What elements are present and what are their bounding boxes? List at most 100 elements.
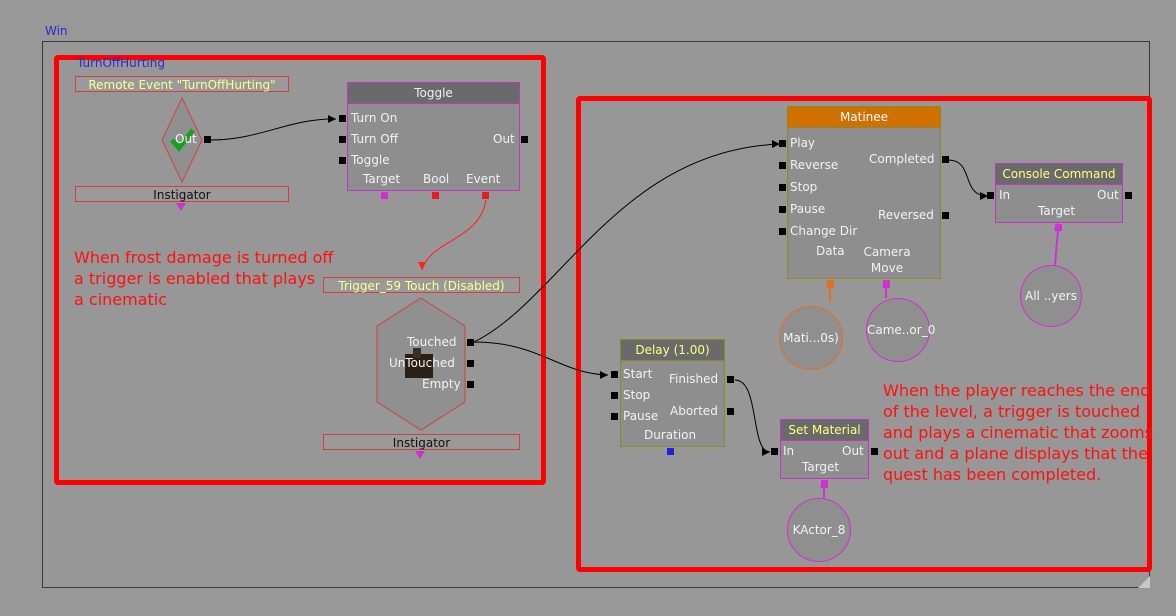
- matinee-data-port[interactable]: [827, 280, 834, 287]
- wire-out-to-turnon: [210, 118, 337, 141]
- toggle-turnoff-label: Turn Off: [351, 132, 398, 146]
- toggle-turnoff-port[interactable]: [339, 136, 346, 143]
- matinee-stop-port[interactable]: [779, 184, 786, 191]
- set-material-out-label: Out: [842, 444, 864, 458]
- matinee-completed-label: Completed: [869, 152, 935, 166]
- left-highlight-frame: [54, 55, 546, 485]
- matinee-stop-label: Stop: [790, 180, 818, 194]
- toggle-out-port[interactable]: [521, 136, 528, 143]
- delay-finished-label: Finished: [669, 372, 719, 386]
- toggle-toggle-port[interactable]: [339, 157, 346, 164]
- delay-stop-port[interactable]: [611, 392, 618, 399]
- instigator-arrow-icon: [176, 203, 186, 211]
- matinee-data-variable[interactable]: Mati...0s): [779, 306, 843, 370]
- trigger-empty-port[interactable]: [467, 381, 474, 388]
- matinee-data-label: Data: [816, 244, 845, 258]
- trigger-title[interactable]: Trigger_59 Touch (Disabled): [323, 277, 520, 293]
- matinee-reverse-label: Reverse: [790, 158, 839, 172]
- right-highlight-frame: [576, 96, 1152, 572]
- wire-touched-to-start: [473, 341, 609, 376]
- console-command-target-label: Target: [1038, 204, 1076, 218]
- delay-finished-port[interactable]: [727, 376, 734, 383]
- set-material-target-label: Target: [802, 460, 840, 474]
- matinee-camera-port[interactable]: [883, 280, 890, 287]
- wire-all-players: [1054, 229, 1059, 266]
- console-command-in-label: In: [999, 188, 1011, 202]
- toggle-node[interactable]: Toggle: [347, 82, 520, 191]
- toggle-event-port[interactable]: [482, 192, 489, 199]
- toggle-event-label: Event: [466, 172, 501, 186]
- remote-event-out-port[interactable]: [204, 136, 211, 143]
- wire-completed-to-in: [947, 159, 989, 197]
- set-material-title: Set Material: [781, 420, 868, 441]
- delay-stop-label: Stop: [623, 388, 651, 402]
- delay-aborted-port[interactable]: [727, 408, 734, 415]
- trigger-touched-port[interactable]: [467, 339, 474, 346]
- console-command-node[interactable]: Console Command: [995, 163, 1123, 223]
- delay-duration-port[interactable]: [667, 448, 674, 455]
- toggle-bool-label: Bool: [423, 172, 450, 186]
- matinee-play-port[interactable]: [779, 140, 786, 147]
- matinee-changedir-label: Change Dir: [790, 224, 858, 238]
- matinee-pause-label: Pause: [790, 202, 826, 216]
- delay-title: Delay (1.00): [621, 340, 724, 361]
- toggle-bool-port[interactable]: [432, 192, 439, 199]
- wire-event-to-trigger: [421, 199, 487, 271]
- all-players-variable[interactable]: All ..yers: [1020, 265, 1082, 327]
- checkmark-icon: [170, 128, 195, 152]
- delay-node[interactable]: Delay (1.00): [620, 339, 725, 447]
- trigger-instigator-arrow-icon: [415, 451, 425, 459]
- trigger-untouched-label: UnTouched: [389, 356, 455, 370]
- set-material-in-port[interactable]: [771, 448, 778, 455]
- trigger-node[interactable]: [375, 296, 467, 432]
- trigger-empty-label: Empty: [422, 377, 461, 391]
- delay-duration-label: Duration: [644, 428, 697, 442]
- remote-event-out-label: Out: [175, 132, 197, 146]
- matinee-node[interactable]: Matinee: [787, 106, 941, 279]
- annotation-right: When the player reaches the end of the l…: [883, 381, 1154, 484]
- console-command-in-port[interactable]: [987, 192, 994, 199]
- toggle-out-label: Out: [493, 132, 515, 146]
- matinee-play-label: Play: [790, 136, 816, 150]
- toggle-target-port[interactable]: [381, 192, 388, 199]
- console-command-target-port[interactable]: [1055, 224, 1062, 231]
- delay-start-port[interactable]: [611, 371, 618, 378]
- set-material-target-port[interactable]: [821, 480, 828, 487]
- matinee-reverse-port[interactable]: [779, 162, 786, 169]
- annotation-left: When frost damage is turned off a trigge…: [74, 248, 334, 309]
- matinee-reversed-port[interactable]: [942, 212, 949, 219]
- matinee-completed-port[interactable]: [942, 156, 949, 163]
- matinee-title: Matinee: [788, 107, 940, 128]
- remote-event-instigator[interactable]: Instigator: [75, 186, 289, 202]
- delay-pause-port[interactable]: [611, 413, 618, 420]
- matinee-camera-label: Camera Move: [863, 245, 911, 275]
- set-material-in-label: In: [783, 444, 795, 458]
- matinee-changedir-port[interactable]: [779, 228, 786, 235]
- delay-pause-label: Pause: [623, 409, 659, 423]
- delay-start-label: Start: [623, 367, 653, 381]
- console-command-out-port[interactable]: [1125, 192, 1132, 199]
- trigger-instigator[interactable]: Instigator: [323, 434, 520, 450]
- toggle-turnon-port[interactable]: [339, 115, 346, 122]
- console-command-out-label: Out: [1097, 188, 1119, 202]
- trigger-touched-label: Touched: [407, 335, 457, 349]
- comment-title: TurnOffHurting: [77, 56, 165, 70]
- remote-event-title[interactable]: Remote Event "TurnOffHurting": [75, 76, 289, 92]
- toggle-toggle-label: Toggle: [351, 153, 390, 167]
- toggle-turnon-label: Turn On: [351, 111, 398, 125]
- toggle-title: Toggle: [348, 83, 519, 104]
- window-label: Win: [45, 24, 68, 38]
- kactor-variable[interactable]: KActor_8: [787, 498, 851, 562]
- remote-event-node[interactable]: [160, 96, 204, 184]
- set-material-out-port[interactable]: [871, 448, 878, 455]
- set-material-node[interactable]: Set Material: [780, 419, 869, 479]
- resize-corner[interactable]: [1138, 576, 1150, 588]
- console-command-title: Console Command: [996, 164, 1122, 185]
- wire-finished-to-in: [734, 379, 771, 453]
- matinee-pause-port[interactable]: [779, 206, 786, 213]
- delay-aborted-label: Aborted: [670, 404, 718, 418]
- camera-variable[interactable]: Came..or_0: [866, 298, 935, 362]
- wire-touched-to-play: [473, 143, 781, 343]
- trigger-untouched-port[interactable]: [467, 360, 474, 367]
- matinee-reversed-label: Reversed: [878, 208, 934, 222]
